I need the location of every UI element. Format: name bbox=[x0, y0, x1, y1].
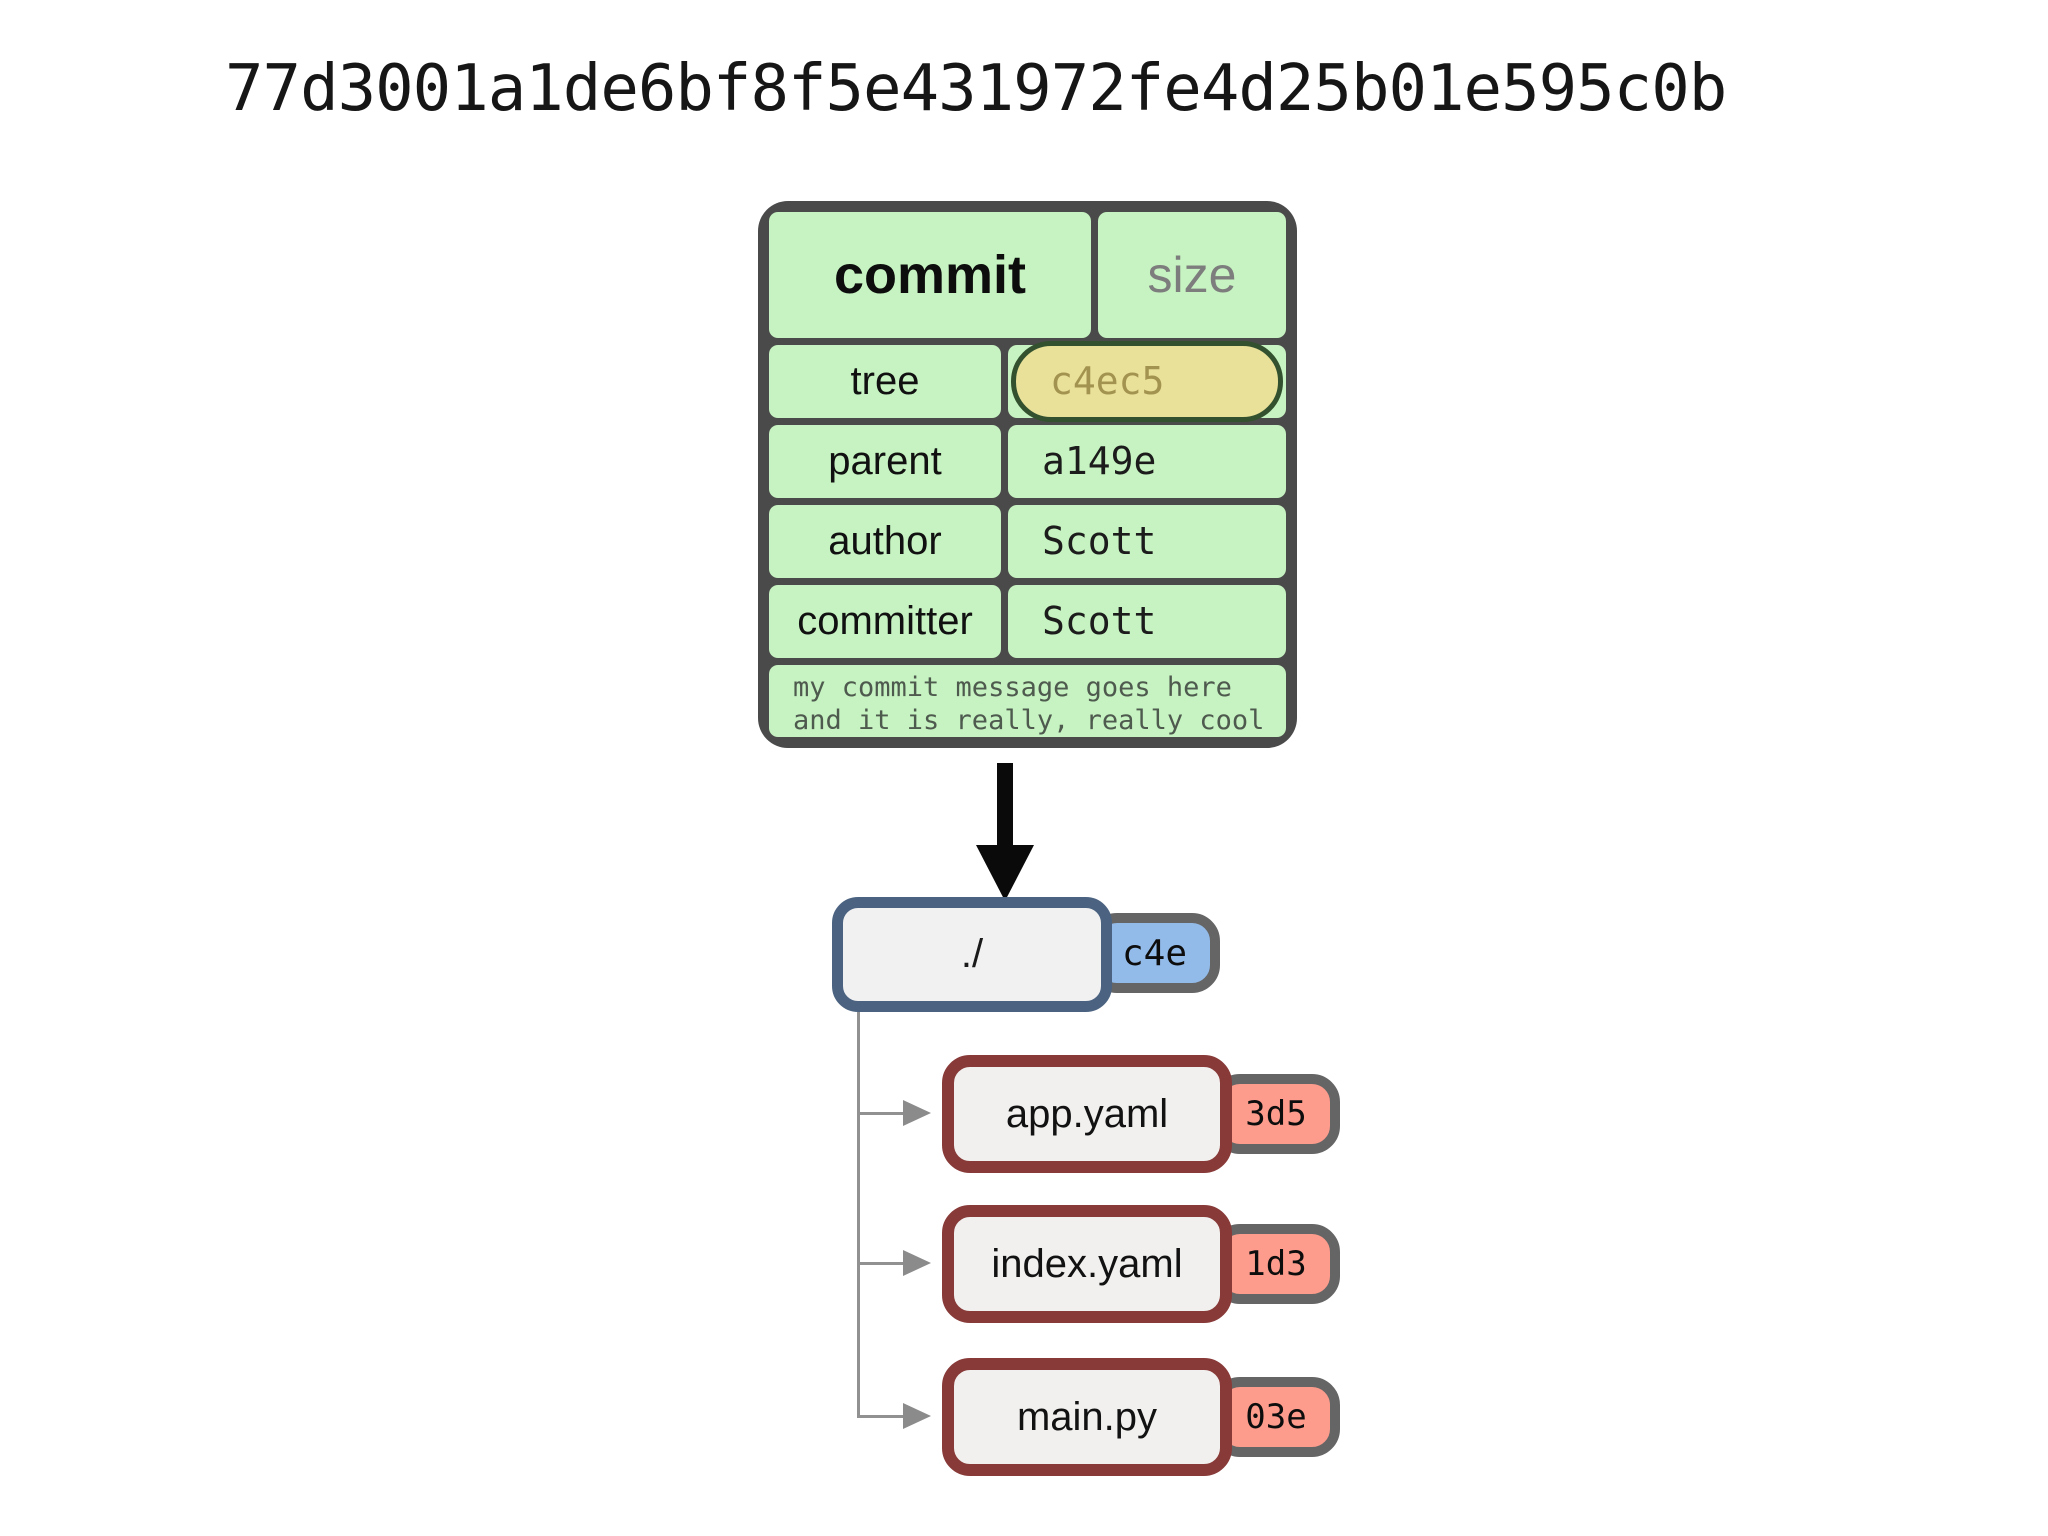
down-arrow-icon bbox=[997, 763, 1013, 847]
tree-connector-line bbox=[857, 1012, 860, 1416]
field-label-parent: parent bbox=[769, 424, 1001, 498]
field-row-parent: parent a149e bbox=[769, 424, 1286, 498]
branch-line-main bbox=[857, 1415, 903, 1418]
file-node-app-yaml: app.yaml bbox=[942, 1055, 1232, 1173]
field-value-committer: Scott bbox=[1008, 584, 1286, 658]
commit-object-box: commit size tree c4ec5 parent a149e auth… bbox=[758, 201, 1297, 748]
commit-sha-title: 77d3001a1de6bf8f5e431972fe4d25b01e595c0b bbox=[225, 52, 1727, 126]
branch-arrow-icon-app bbox=[903, 1100, 931, 1126]
branch-arrow-icon-main bbox=[903, 1403, 931, 1429]
field-row-tree: tree c4ec5 bbox=[769, 340, 1286, 422]
file-node-index-yaml: index.yaml bbox=[942, 1205, 1232, 1323]
field-label-committer: committer bbox=[769, 584, 1001, 658]
file-hash-pill-index-yaml: 1d3 bbox=[1212, 1224, 1340, 1304]
tree-hash-pill: c4ec5 bbox=[1011, 340, 1283, 422]
commit-type-cell: commit bbox=[769, 212, 1091, 338]
down-arrow-head-icon bbox=[976, 845, 1034, 901]
field-label-tree: tree bbox=[769, 344, 1001, 418]
file-node-main-py: main.py bbox=[942, 1358, 1232, 1476]
commit-header-row: commit size bbox=[769, 212, 1286, 338]
branch-arrow-icon-index bbox=[903, 1250, 931, 1276]
field-row-author: author Scott bbox=[769, 504, 1286, 578]
field-value-tree: c4ec5 bbox=[1008, 340, 1286, 422]
commit-message-line-1: my commit message goes here bbox=[793, 672, 1232, 703]
commit-message-cell: my commit message goes here and it is re… bbox=[769, 665, 1286, 737]
tree-root-box: ./ bbox=[832, 897, 1112, 1012]
file-hash-pill-app-yaml: 3d5 bbox=[1212, 1074, 1340, 1154]
commit-message-line-2: and it is really, really cool bbox=[793, 705, 1265, 736]
branch-line-index bbox=[857, 1262, 903, 1265]
field-value-author: Scott bbox=[1008, 504, 1286, 578]
field-row-committer: committer Scott bbox=[769, 584, 1286, 658]
branch-line-app bbox=[857, 1112, 903, 1115]
commit-size-cell: size bbox=[1098, 212, 1286, 338]
field-value-parent: a149e bbox=[1008, 424, 1286, 498]
field-label-author: author bbox=[769, 504, 1001, 578]
